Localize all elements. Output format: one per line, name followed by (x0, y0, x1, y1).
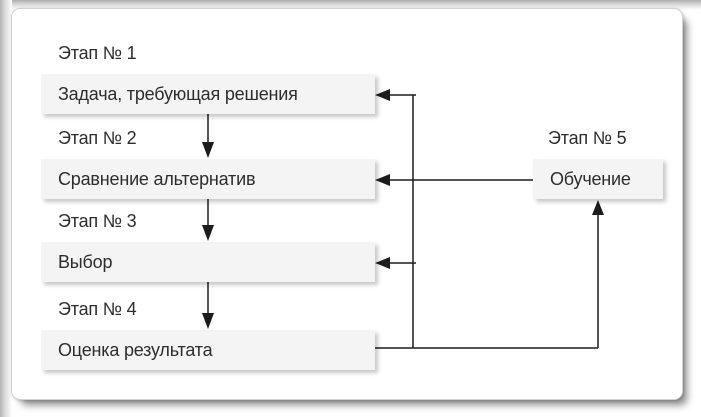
stage-1-box-task: Задача, требующая решения (41, 74, 375, 114)
stage-3-box-choice: Выбор (41, 242, 375, 282)
flow-arrow-1-2 (202, 114, 214, 158)
feedback-arrow-to-box3 (375, 257, 416, 269)
diagram-panel: Этап № 1 Задача, требующая решения Этап … (11, 8, 683, 400)
stage-1-label: Этап № 1 (58, 43, 137, 63)
result-arrow-to-learning (592, 200, 604, 348)
stage-5-label: Этап № 5 (548, 128, 627, 148)
stage-4-label: Этап № 4 (58, 299, 137, 319)
flow-arrow-3-4 (202, 282, 214, 329)
page-edge-shadow-left (0, 0, 12, 417)
learning-arrow-to-box2 (375, 174, 533, 186)
flow-arrow-2-3 (202, 199, 214, 241)
stage-4-box-evaluation: Оценка результата (41, 330, 375, 370)
stage-5-box-learning: Обучение (533, 159, 663, 199)
stage-2-box-comparison: Сравнение альтернатив (41, 159, 375, 199)
stage-2-label: Этап № 2 (58, 128, 137, 148)
stage-3-label: Этап № 3 (58, 211, 137, 231)
page-edge-shadow-top (0, 0, 701, 10)
feedback-arrow-to-box1 (375, 89, 416, 101)
